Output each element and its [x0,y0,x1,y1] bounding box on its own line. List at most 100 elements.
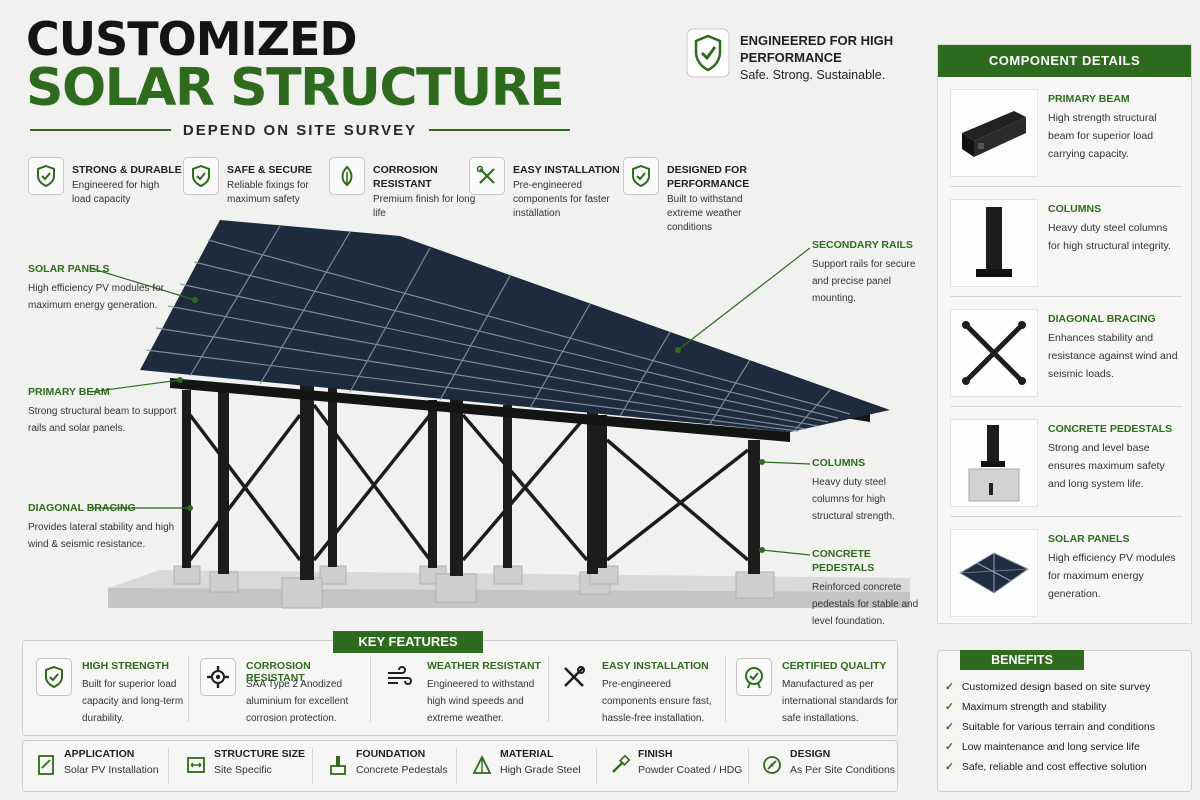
callout-title: SOLAR PANELS [28,263,110,275]
component-desc: Strong and level base ensures maximum sa… [1048,442,1165,490]
subtitle: DEPEND ON SITE SURVEY [182,121,418,139]
divider [725,656,726,722]
key-feature-corrosion-resistant: CORROSION RESISTANT SAA Type 2 Anodized … [200,658,370,728]
component-diagonal-bracing: DIAGONAL BRACING Enhances stability and … [950,303,1182,407]
dimension-icon [184,752,208,778]
diagonal-bracing-image [950,309,1038,397]
spec-value: As Per Site Conditions [790,764,896,776]
key-feature-high-strength: HIGH STRENGTH Built for superior load ca… [36,658,206,728]
callout-primary-beam: PRIMARY BEAM Strong structural beam to s… [28,385,178,437]
callout-columns: COLUMNS Heavy duty steel columns for hig… [812,456,922,525]
spec-value: High Grade Steel [500,764,581,776]
key-feature-desc: Engineered to withstand high wind speeds… [427,679,535,724]
benefit-item: ✓ Low maintenance and long service life [945,741,1140,753]
concrete-pedestal-image [950,419,1038,507]
divider [548,656,549,722]
component-details-header: COMPONENT DETAILS [938,45,1191,77]
benefits-box [937,650,1192,792]
feature-designed-performance: DESIGNED FOR PERFORMANCE Built to withst… [623,157,773,233]
callout-desc: Support rails for secure and precise pan… [812,259,916,304]
callout-secondary-rails: SECONDARY RAILS Support rails for secure… [812,238,930,307]
feature-easy-installation: EASY INSTALLATION Pre-engineered compone… [469,157,620,233]
benefit-item: ✓ Safe, reliable and cost effective solut… [945,761,1147,773]
spec-value: Solar PV Installation [64,764,159,776]
benefit-item: ✓Suitable for various terrain and condit… [945,721,1155,733]
benefit-item: ✓ Customized design based on site survey [945,681,1150,693]
key-feature-title: EASY INSTALLATION [602,660,709,672]
divider [596,748,597,784]
feature-desc: Engineered for high load capacity [72,180,160,205]
check-icon: ✓ [945,681,954,693]
callout-diagonal-bracing: DIAGONAL BRACING Provides lateral stabil… [28,501,178,553]
spec-design: DESIGN As Per Site Conditions [760,748,905,784]
wind-icon [381,658,417,696]
component-title: DIAGONAL BRACING [1048,313,1156,325]
feature-title: EASY INSTALLATION [513,164,620,176]
divider [312,748,313,784]
component-title: PRIMARY BEAM [1048,93,1130,105]
engineered-badge: ENGINEERED FOR HIGH PERFORMANCE Safe. St… [686,28,926,88]
divider [370,656,371,722]
title-line-2: SOLAR STRUCTURE [26,58,565,118]
spec-material: MATERIAL High Grade Steel [470,748,615,784]
spec-title: DESIGN [790,748,831,760]
primary-beam-image [950,89,1038,177]
key-feature-title: HIGH STRENGTH [82,660,169,672]
check-icon: ✓ [945,761,954,773]
badge-title: ENGINEERED FOR HIGH PERFORMANCE [740,33,894,65]
shield-check-icon [183,157,219,195]
callout-desc: High efficiency PV modules for maximum e… [28,283,164,311]
callout-title: SECONDARY RAILS [812,239,913,251]
key-feature-title: CERTIFIED QUALITY [782,660,887,672]
feature-title: STRONG & DURABLE [72,164,182,176]
callout-title: COLUMNS [812,457,866,469]
component-primary-beam: PRIMARY BEAM High strength structural be… [950,83,1182,187]
benefit-text: Safe, reliable and cost effective soluti… [961,761,1147,773]
callout-desc: Reinforced concrete pedestals for stable… [812,582,919,627]
feature-desc: Reliable fixings for maximum safety [227,180,309,205]
check-icon: ✓ [945,741,954,753]
tools-icon [469,157,505,195]
brush-icon [608,752,632,778]
gear-icon [200,658,236,696]
benefits-header: BENEFITS [960,650,1084,670]
component-desc: Heavy duty steel columns for high struct… [1048,222,1171,252]
component-title: SOLAR PANELS [1048,533,1130,545]
spec-title: STRUCTURE SIZE [214,748,306,760]
key-feature-certified-quality: CERTIFIED QUALITY Manufactured as per in… [736,658,906,728]
key-feature-title: WEATHER RESISTANT [427,660,541,672]
document-icon [34,752,58,778]
key-feature-title: CORROSION RESISTANT [246,660,311,684]
spec-title: MATERIAL [500,748,554,760]
key-feature-desc: Built for superior load capacity and lon… [82,679,184,724]
divider-right [429,129,570,131]
feature-desc: Built to withstand extreme weather condi… [667,194,743,233]
material-icon [470,752,494,778]
spec-application: APPLICATION Solar PV Installation [34,748,179,784]
component-columns: COLUMNS Heavy duty steel columns for hig… [950,193,1182,297]
badge-subtitle: Safe. Strong. Sustainable. [740,68,886,82]
feature-title: SAFE & SECURE [227,164,313,176]
benefit-text: Customized design based on site survey [961,681,1151,693]
key-feature-easy-installation: EASY INSTALLATION Pre-engineered compone… [556,658,726,728]
callout-desc: Provides lateral stability and high wind… [28,522,175,550]
feature-desc: Premium finish for long life [373,194,476,219]
divider [188,656,189,722]
spec-title: FOUNDATION [356,748,426,760]
feature-strong-durable: STRONG & DURABLE Engineered for high loa… [28,157,182,233]
shield-check-icon [623,157,659,195]
callout-title: CONCRETE PEDESTALS [812,548,875,574]
solar-panel-image [950,529,1038,617]
component-desc: High strength structural beam for superi… [1048,112,1157,160]
divider [456,748,457,784]
foundation-icon [326,752,350,778]
callout-title: PRIMARY BEAM [28,386,110,398]
column-image [950,199,1038,287]
callout-desc: Strong structural beam to support rails … [28,406,177,434]
component-desc: High efficiency PV modules for maximum e… [1048,552,1176,600]
certificate-icon [736,658,772,696]
divider [748,748,749,784]
benefit-text: Low maintenance and long service life [961,741,1140,753]
feature-title: DESIGNED FOR PERFORMANCE [667,164,750,190]
callout-concrete-pedestals: CONCRETE PEDESTALS Reinforced concrete p… [812,547,930,630]
